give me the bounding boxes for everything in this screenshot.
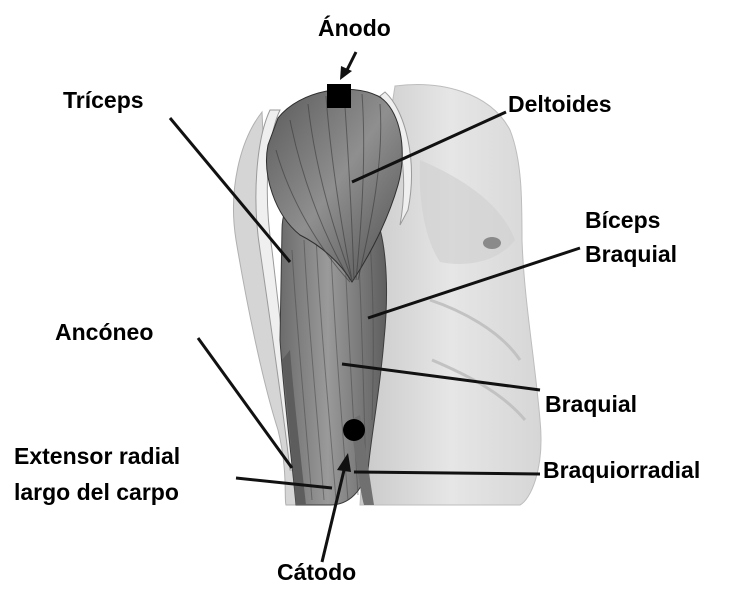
anode-electrode <box>327 84 351 108</box>
cathode-electrode <box>343 419 365 441</box>
nipple <box>483 237 501 249</box>
label-triceps: Tríceps <box>63 86 144 114</box>
label-biceps-line2: Braquial <box>585 240 677 268</box>
label-cathode: Cátodo <box>277 558 356 586</box>
label-extensor-line1: Extensor radial <box>14 442 180 470</box>
label-anconeo: Ancóneo <box>55 318 153 346</box>
label-braquial: Braquial <box>545 390 637 418</box>
pointer-braquiorradial <box>354 472 540 474</box>
label-braquiorradial: Braquiorradial <box>543 456 700 484</box>
label-biceps-line1: Bíceps <box>585 206 660 234</box>
label-extensor-line2: largo del carpo <box>14 478 179 506</box>
anode-arrow-head <box>340 66 352 80</box>
label-deltoides: Deltoides <box>508 90 612 118</box>
label-anode: Ánodo <box>318 14 391 42</box>
